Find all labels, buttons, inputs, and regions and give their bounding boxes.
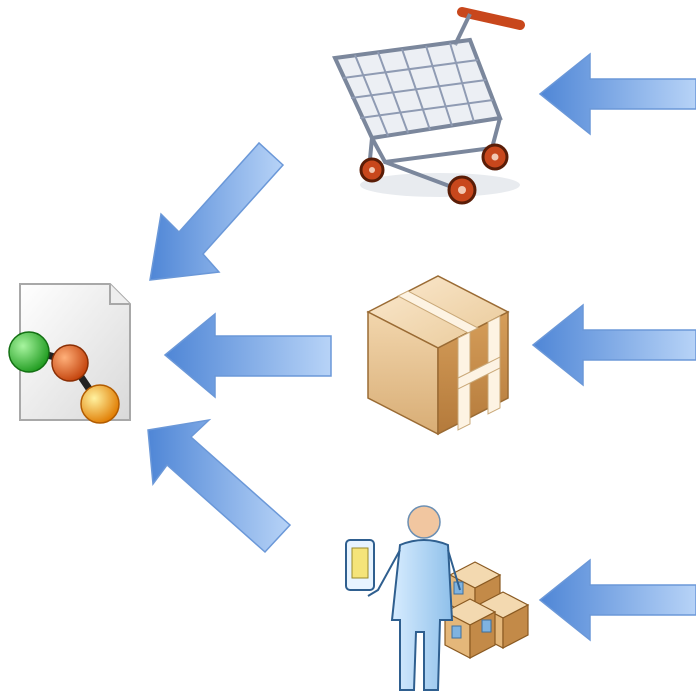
arrow-into-worker bbox=[538, 558, 696, 642]
arrow-cart-to-document bbox=[149, 141, 285, 281]
cardboard-box-icon bbox=[366, 275, 510, 436]
warehouse-worker-icon bbox=[345, 505, 530, 691]
arrow-package-to-document bbox=[163, 312, 332, 399]
shopping-cart-icon bbox=[332, 7, 525, 205]
workflow-document-icon bbox=[8, 283, 131, 424]
arrow-into-cart bbox=[538, 52, 696, 136]
arrow-worker-to-document bbox=[147, 418, 292, 554]
arrow-into-package bbox=[531, 303, 696, 387]
